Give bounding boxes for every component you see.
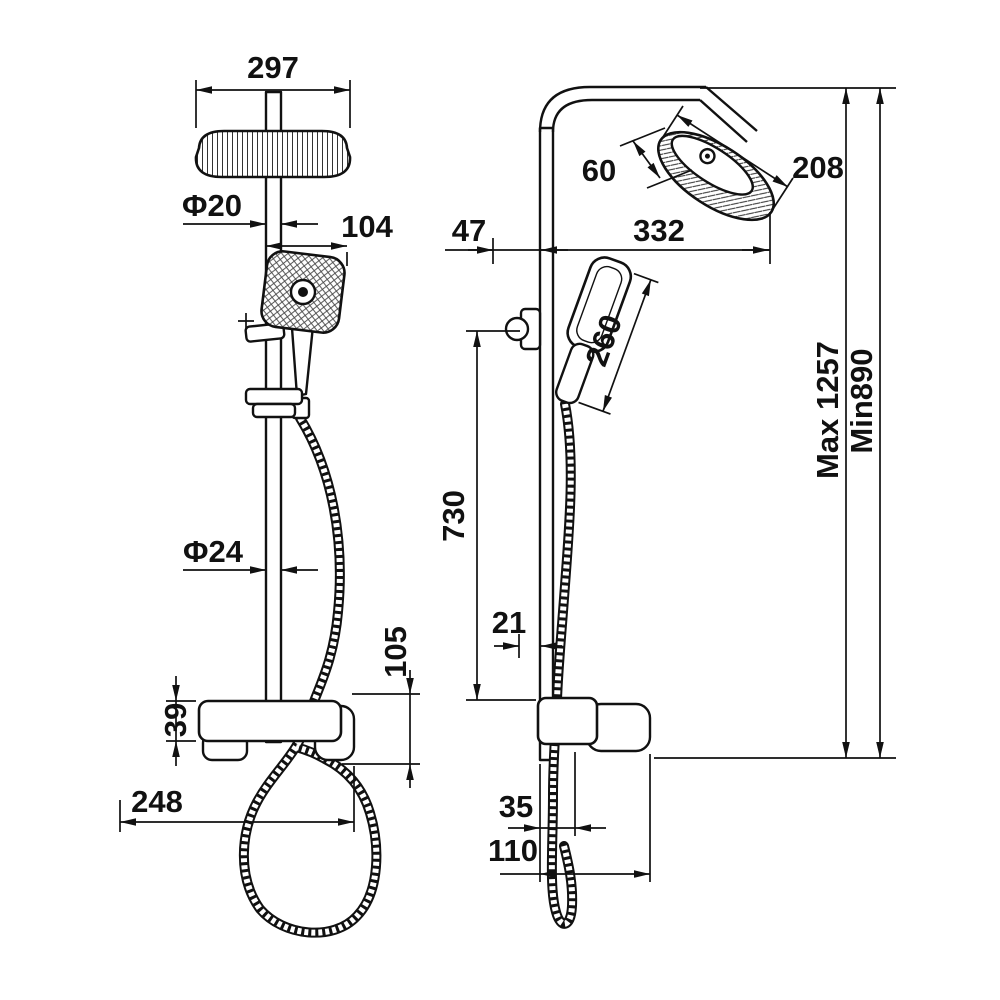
dim-max-label: Max 1257: [810, 341, 845, 479]
dim-248: 248: [119, 766, 355, 832]
dim-21-label: 21: [492, 605, 526, 640]
hand-shower-handle-side: [555, 342, 595, 405]
dim-phi24-label: Φ24: [183, 534, 244, 569]
dim-21: 21: [492, 605, 562, 658]
dim-47-332: 47 332: [445, 212, 771, 264]
dim-104: 104: [266, 209, 394, 266]
dim-35-label: 35: [499, 789, 533, 824]
shower-hose-side: [546, 399, 578, 929]
dim-110-label: 110: [488, 833, 538, 868]
mixer-body-side: [536, 696, 599, 746]
dim-47-label: 47: [452, 213, 486, 248]
dim-105-label: 105: [378, 626, 413, 678]
dim-104-label: 104: [341, 209, 393, 244]
dim-60: 60: [582, 127, 693, 189]
bracket-knob-side: [504, 316, 530, 342]
dim-35: 35: [499, 752, 606, 836]
bracket-screw-icon: [238, 313, 254, 329]
dim-208-label: 208: [792, 150, 844, 185]
mixer-side: [536, 696, 652, 753]
dim-105: 105: [342, 626, 420, 788]
shower-hose-front: [238, 396, 382, 938]
slider-clamp-front: [244, 387, 304, 419]
hand-shower-handle-front: [290, 324, 315, 398]
dim-297: 297: [195, 50, 351, 128]
dim-110: 110: [488, 754, 651, 882]
dim-248-label: 248: [131, 784, 183, 819]
dim-phi20-label: Φ20: [182, 188, 242, 223]
dim-min-label: Min890: [844, 348, 879, 453]
dim-208: 208: [660, 105, 844, 213]
front-view: 297 Φ20 104 Φ24 39: [119, 50, 420, 938]
dim-phi20: Φ20: [182, 188, 318, 228]
dim-332-label: 332: [633, 213, 685, 248]
hand-shower-knob-dot: [298, 287, 308, 297]
shower-head-front: [194, 129, 352, 179]
riser-pipe-side: [538, 85, 758, 762]
dim-730-label: 730: [436, 490, 471, 542]
hand-shower-side: 260: [504, 256, 659, 415]
dim-max-min: Max 1257 Min890: [654, 87, 896, 759]
hand-shower-front: [238, 250, 346, 398]
mixer-front: [197, 699, 356, 762]
dim-297-label: 297: [247, 50, 299, 85]
side-view: 260 60 208: [436, 85, 896, 929]
dim-730: 730: [436, 330, 536, 701]
dim-39: 39: [158, 676, 196, 766]
dim-60-label: 60: [582, 153, 616, 188]
dim-phi24: Φ24: [183, 534, 318, 574]
dim-39-label: 39: [158, 703, 193, 737]
mixer-body-front: [197, 699, 343, 743]
